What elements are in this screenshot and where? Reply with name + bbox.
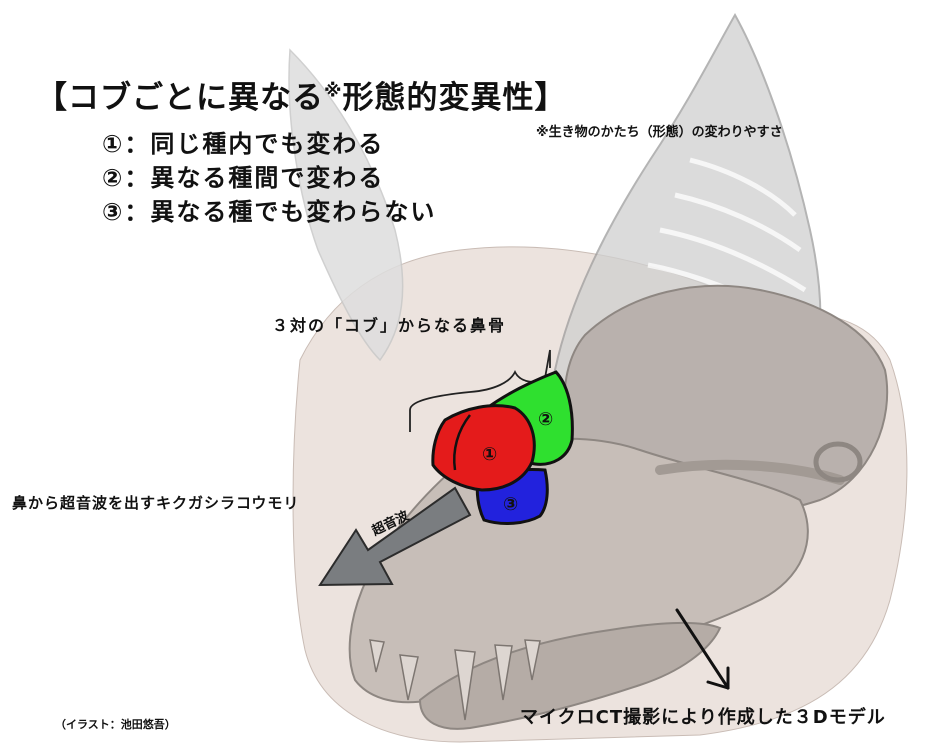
bat-species-label: 鼻から超音波を出すキクガシラコウモリ	[12, 492, 299, 513]
title-text: 【コブごとに異なる	[36, 80, 324, 116]
item-3-text: ：異なる種でも変わらない	[124, 198, 436, 226]
variability-item-3: ③：異なる種でも変わらない	[102, 192, 436, 227]
item-3-number: ③	[102, 198, 124, 226]
variability-item-2: ②：異なる種間で変わる	[102, 158, 384, 193]
page-title: 【コブごとに異なる※形態的変異性】	[36, 72, 567, 117]
variability-item-1: ①：同じ種内でも変わる	[102, 124, 384, 159]
footnote: ※生き物のかたち（形態）の変わりやすさ	[536, 121, 783, 140]
title-mark: ※	[324, 81, 343, 102]
title-rest: 形態的変異性】	[343, 80, 567, 116]
item-2-number: ②	[102, 164, 124, 192]
nodule-3-number: ③	[503, 494, 518, 515]
item-2-text: ：異なる種間で変わる	[124, 164, 384, 192]
ct-model-label: マイクロCT撮影により作成した３Dモデル	[520, 703, 886, 729]
illustration-credit: （イラスト：池田悠吾）	[55, 716, 176, 732]
nodule-2-number: ②	[538, 409, 553, 430]
item-1-number: ①	[102, 130, 124, 158]
nasal-bone-label: ３対の「コブ」からなる鼻骨	[272, 312, 506, 336]
item-1-text: ：同じ種内でも変わる	[124, 130, 384, 158]
nodule-1-number: ①	[482, 444, 497, 465]
